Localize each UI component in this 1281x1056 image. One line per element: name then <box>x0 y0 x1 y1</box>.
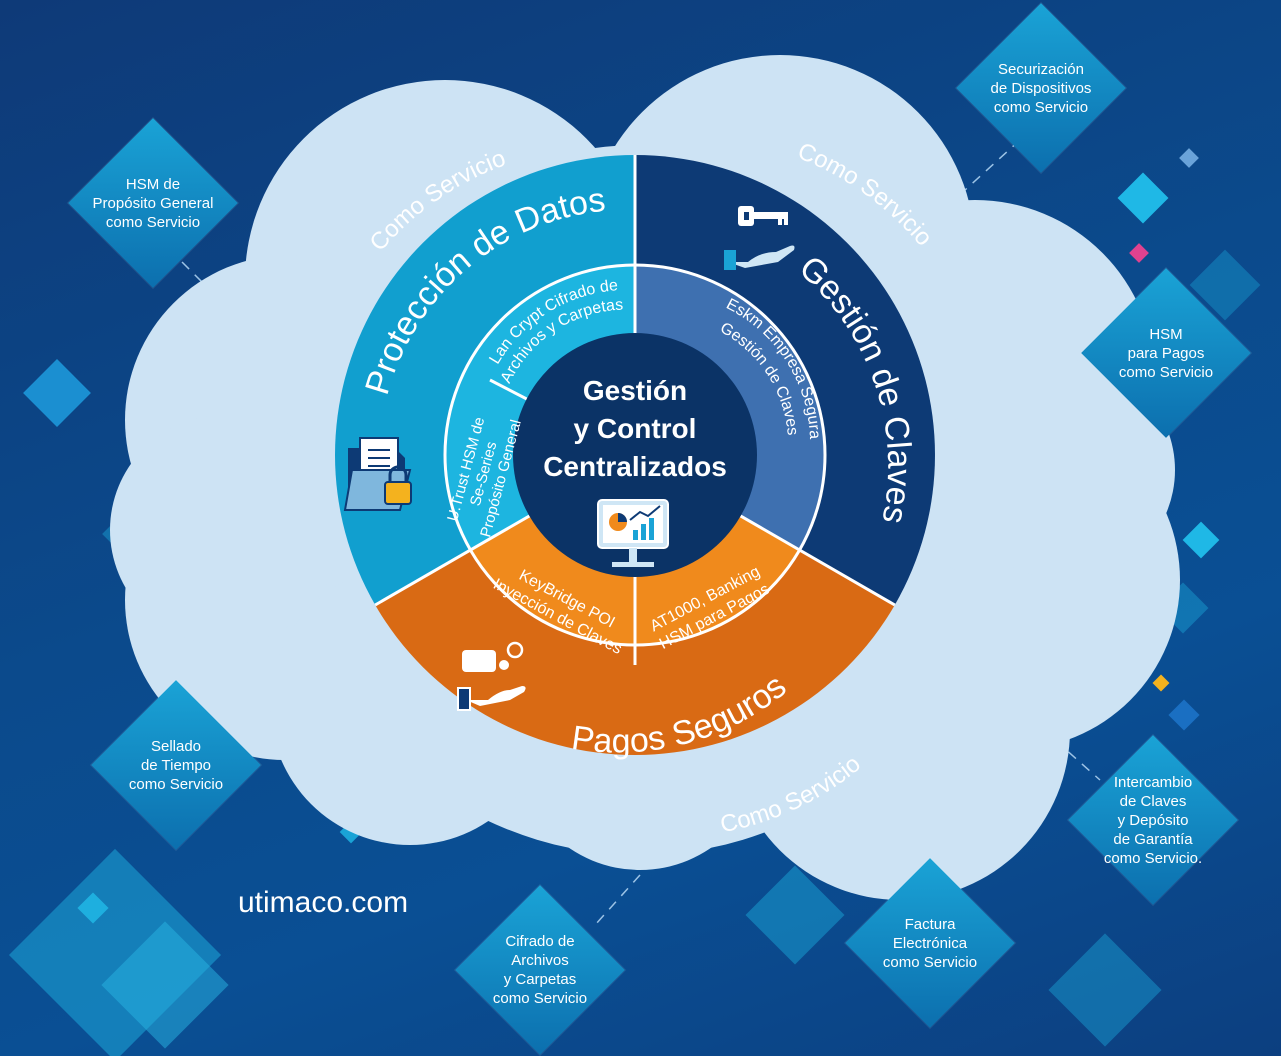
website-link[interactable]: utimaco.com <box>238 886 409 919</box>
callout-line: Cifrado de <box>505 933 575 950</box>
callout-line: como Servicio <box>1118 363 1214 381</box>
deco-diamond <box>1189 249 1261 321</box>
deco-diamond <box>1179 148 1199 168</box>
callout-securizacion: Securización de Dispositivos como Servic… <box>956 3 1126 173</box>
callout-line: Archivos <box>511 952 569 969</box>
center-title-line-3: Centralizados <box>543 451 727 482</box>
callout-line: Securización <box>998 60 1084 78</box>
payment-hand-icon <box>457 641 526 711</box>
deco-diamond <box>23 359 91 427</box>
callout-line: HSM de <box>125 175 181 193</box>
deco-diamond <box>1168 699 1200 731</box>
center-circle <box>513 333 757 577</box>
callout-line: Sellado <box>150 737 202 755</box>
connector-line <box>964 139 1021 191</box>
callout-intercambio: Intercambio de Claves y Depósito de Gara… <box>1068 735 1238 905</box>
callout-factura: Factura Electrónica como Servicio <box>845 858 1015 1028</box>
callout-line: de Dispositivos <box>990 79 1092 97</box>
callout-hsm-pagos: HSM para Pagos como Servicio <box>1081 268 1251 438</box>
callout-line: y Carpetas <box>503 971 577 988</box>
callout-line: como Servicio <box>128 775 224 793</box>
callout-cifrado: Cifrado de Archivos y Carpetas como Serv… <box>455 885 625 1055</box>
callout-hsm-general: HSM de Propósito General como Servicio <box>68 118 238 288</box>
callout-line: Intercambio <box>1113 773 1193 791</box>
callout-line: como Servicio <box>993 98 1089 116</box>
callout-line: Electrónica <box>892 934 968 952</box>
folder-lock-icon <box>343 437 412 511</box>
center-title-line-2: y Control <box>574 413 697 444</box>
callout-line: como Servicio. <box>1103 849 1203 867</box>
deco-diamond <box>745 865 845 965</box>
callout-line: Propósito General <box>92 194 214 212</box>
callout-line: HSM <box>1149 325 1183 343</box>
connector-line <box>594 874 641 926</box>
callout-line: Factura <box>904 915 956 933</box>
callout-line: y Depósito <box>1117 811 1189 829</box>
deco-diamond <box>1182 521 1220 559</box>
deco-diamond <box>1129 243 1149 263</box>
center-title-line-1: Gestión <box>583 375 687 406</box>
callout-sellado: Sellado de Tiempo como Servicio <box>91 680 261 850</box>
callout-line: para Pagos <box>1127 344 1205 362</box>
callout-line: como Servicio <box>105 213 201 231</box>
deco-diamond <box>1117 172 1169 224</box>
callout-line: de Tiempo <box>140 756 212 774</box>
key-hand-icon <box>724 206 795 270</box>
center-title: Gestión y Control Centralizados <box>543 375 727 482</box>
callout-line: como Servicio <box>882 953 978 971</box>
callout-line: como Servicio <box>492 990 588 1007</box>
deco-diamond <box>1048 933 1162 1047</box>
callout-line: de Claves <box>1119 792 1187 810</box>
deco-diamond <box>1152 674 1170 692</box>
dashboard-monitor-icon <box>597 499 669 567</box>
callout-line: de Garantía <box>1113 830 1193 848</box>
